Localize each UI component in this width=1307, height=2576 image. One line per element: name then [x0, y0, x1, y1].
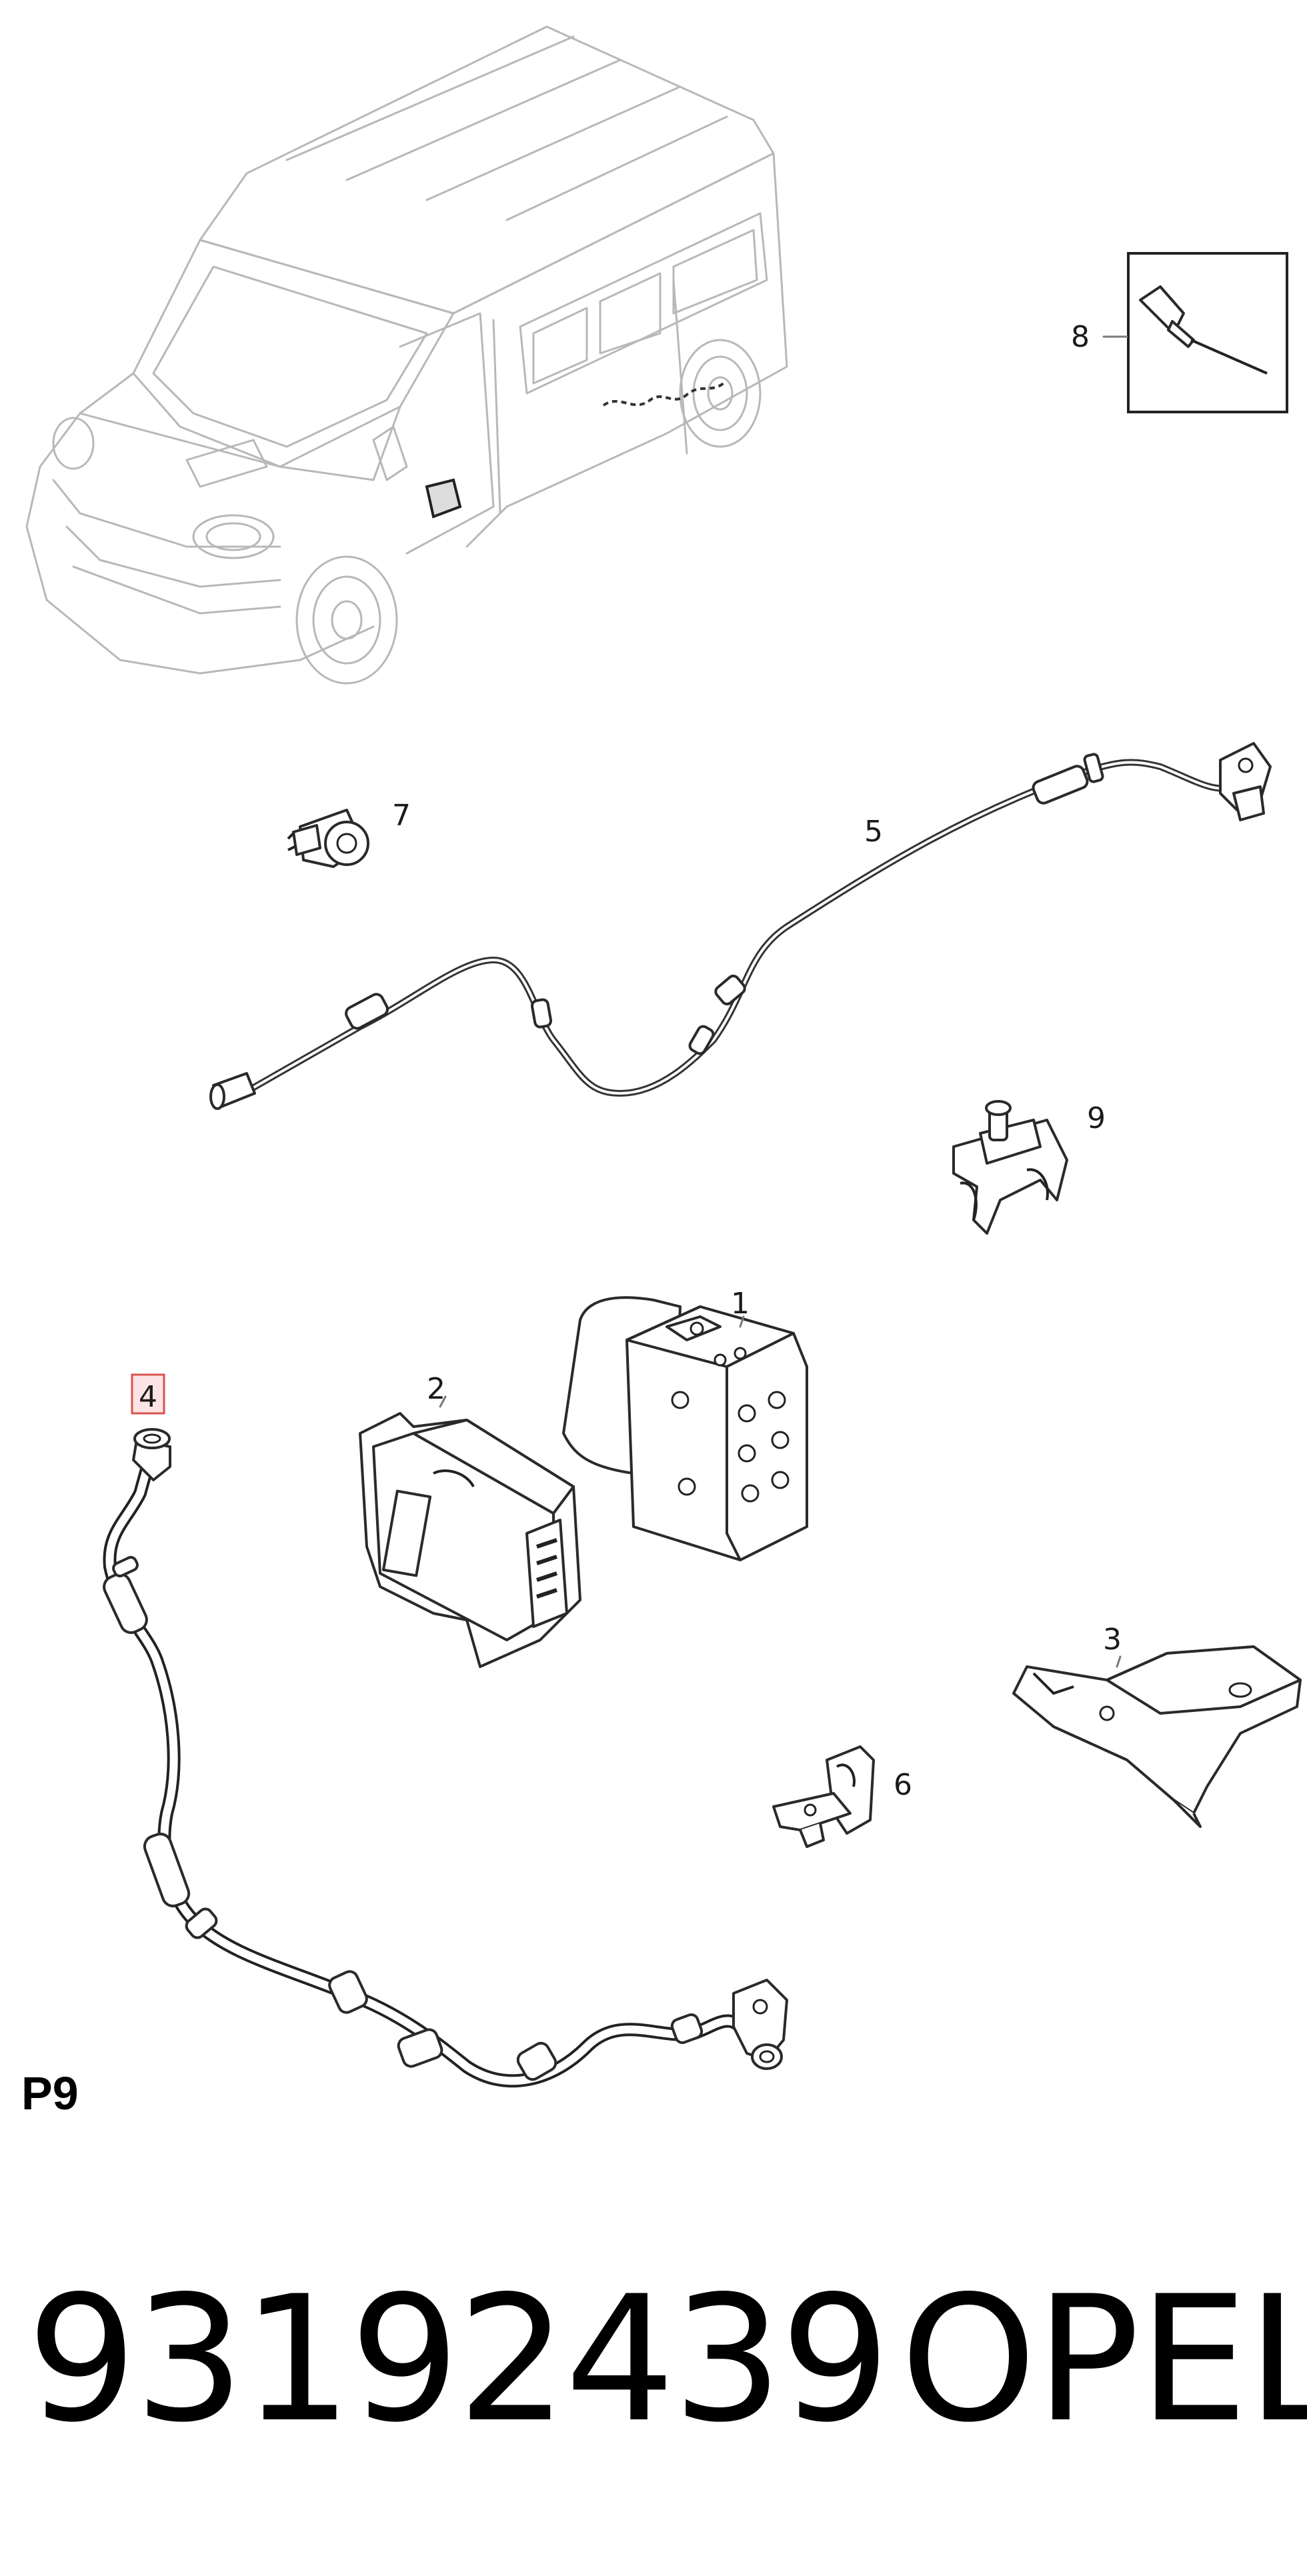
callout-1[interactable]: 1	[731, 1287, 750, 1321]
part-4-rear-sensor-cable	[103, 1428, 788, 2088]
callout-2[interactable]: 2	[427, 1372, 445, 1406]
van-illustration	[25, 25, 788, 685]
callout-4-box[interactable]: 4	[131, 1373, 165, 1415]
callout-9[interactable]: 9	[1087, 1101, 1106, 1135]
part-3-mounting-bracket	[1012, 1645, 1302, 1828]
brand-name: OPEL	[900, 2259, 1307, 2461]
callout-3[interactable]: 3	[1103, 1623, 1122, 1657]
part-5-sensor-cable	[209, 742, 1272, 1110]
callout-4[interactable]: 4	[139, 1380, 157, 1414]
part-9-bracket	[952, 1100, 1068, 1235]
callout-5[interactable]: 5	[864, 815, 883, 849]
part-1-abs-hydraulic-unit	[562, 1296, 808, 1561]
callout-6[interactable]: 6	[894, 1768, 912, 1802]
part-6-small-bracket	[772, 1745, 875, 1848]
page-label: P9	[21, 2067, 79, 2119]
callout-8[interactable]: 8	[1071, 320, 1090, 354]
part-7-clip	[287, 809, 369, 868]
part-number: 93192439	[27, 2259, 890, 2461]
callout-7[interactable]: 7	[392, 799, 411, 833]
part-2-abs-control-module	[359, 1395, 581, 1668]
part-8-rivet	[1102, 252, 1288, 413]
